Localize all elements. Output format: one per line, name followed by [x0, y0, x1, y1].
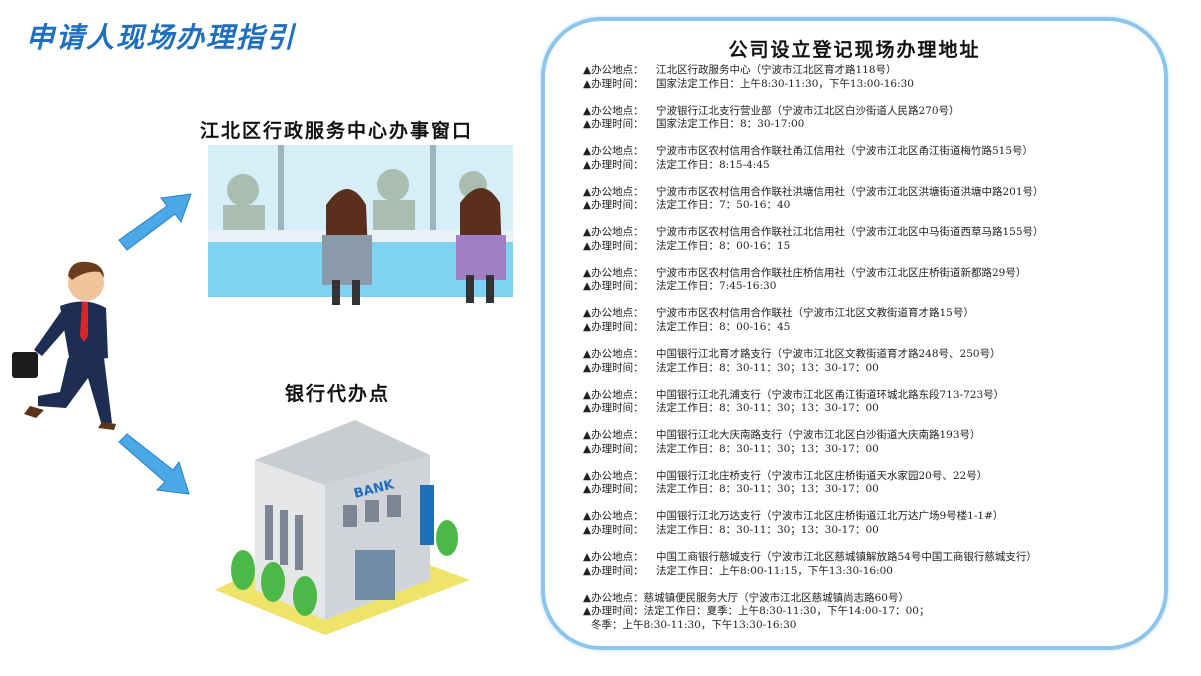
location-label: ▲办公地点：	[583, 307, 644, 320]
location-label: ▲办公地点：	[583, 469, 644, 482]
time-label: ▲办理时间：	[583, 523, 644, 536]
time-label: ▲办理时间：	[583, 118, 644, 131]
time-label: ▲办理时间：	[583, 605, 644, 618]
time-label: ▲办理时间：	[583, 77, 644, 90]
address-entry: ▲办公地点：慈城镇便民服务大厅（宁波市江北区慈城镇尚志路60号） ▲办理时间：法…	[583, 592, 1044, 633]
location-value: 中国工商银行慈城支行（宁波市江北区慈城镇解放路54号中国工商银行慈城支行）	[656, 550, 1037, 563]
location-value: 中国银行江北育才路支行（宁波市江北区文教街道育才路248号、250号）	[656, 348, 1001, 361]
bank-building-illustration: BANK	[215, 420, 470, 635]
address-entry: ▲办公地点： 宁波市市区农村信用合作联社甬江信用社（宁波市江北区甬江街道梅竹路51…	[583, 145, 1044, 172]
time-value: 法定工作日：8：30-11：30；13：30-17：00	[656, 402, 879, 415]
location-value: 中国银行江北大庆南路支行（宁波市江北区白沙街道大庆南路193号）	[656, 429, 981, 442]
address-entry: ▲办公地点： 宁波市市区农村信用合作联社（宁波市江北区文教街道育才路15号） ▲办…	[583, 307, 1044, 334]
time-label: ▲办理时间：	[583, 402, 644, 415]
time-value: 法定工作日：8:15-4:45	[656, 158, 770, 171]
location-label: ▲办公地点：	[583, 145, 644, 158]
location-value: 宁波市市区农村信用合作联社甬江信用社（宁波市江北区甬江街道梅竹路515号）	[656, 145, 1034, 158]
businessman-illustration	[12, 261, 116, 430]
location-label: ▲办公地点：	[583, 104, 644, 117]
time-value: 国家法定工作日：8：30-17:00	[656, 118, 805, 131]
page-title: 申请人现场办理指引	[26, 21, 297, 54]
time-label: ▲办理时间：	[583, 199, 644, 212]
location-label: ▲办公地点：	[583, 388, 644, 401]
service-window-illustration	[208, 145, 513, 305]
panel-title: 公司设立登记现场办理地址	[728, 39, 981, 61]
address-entry: ▲办公地点： 中国银行江北育才路支行（宁波市江北区文教街道育才路248号、250号…	[583, 348, 1044, 375]
address-list: ▲办公地点： 江北区行政服务中心（宁波市江北区育才路118号） ▲办理时间： 国家法…	[583, 64, 1044, 646]
location-value: 宁波市市区农村信用合作联社（宁波市江北区文教街道育才路15号）	[656, 307, 974, 320]
arrow-up-icon	[118, 193, 192, 251]
window-section-title: 江北区行政服务中心办事窗口	[200, 120, 474, 142]
location-label: ▲办公地点：	[583, 550, 644, 563]
address-entry: ▲办公地点： 宁波市市区农村信用合作联社江北信用社（宁波市江北区中马街道西草马路1…	[583, 226, 1044, 253]
time-value: 法定工作日：8：00-16：45	[656, 321, 791, 334]
time-value: 法定工作日：7:45-16:30	[656, 280, 777, 293]
location-value: 中国银行江北万达支行（宁波市江北区庄桥街道江北万达广场9号楼1-1#）	[656, 510, 1004, 523]
time-value: 法定工作日：8：00-16：15	[656, 239, 791, 252]
location-value: 中国银行江北孔浦支行（宁波市江北区甬江街道环城北路东段713-723号）	[656, 388, 1005, 401]
bank-section-title: 银行代办点	[285, 383, 391, 405]
location-label: ▲办公地点：	[583, 429, 644, 442]
time-label: ▲办理时间：	[583, 321, 644, 334]
time-label: ▲办理时间：	[583, 442, 644, 455]
time-value: 法定工作日：夏季：上午8:30-11:30，下午14:00-17：00；	[643, 605, 930, 618]
location-value: 江北区行政服务中心（宁波市江北区育才路118号）	[656, 64, 897, 76]
address-panel: 公司设立登记现场办理地址 ▲办公地点： 江北区行政服务中心（宁波市江北区育才路11…	[541, 17, 1168, 650]
location-label: ▲办公地点：	[583, 510, 644, 523]
location-label: ▲办公地点：	[583, 226, 644, 239]
time-label: ▲办理时间：	[583, 483, 644, 496]
location-value: 慈城镇便民服务大厅（宁波市江北区慈城镇尚志路60号）	[643, 591, 909, 604]
time-value: 法定工作日：8：30-11：30；13：30-17：00	[656, 442, 879, 455]
time-value: 法定工作日：8：30-11：30；13：30-17：00	[656, 483, 879, 496]
address-entry: ▲办公地点： 中国银行江北大庆南路支行（宁波市江北区白沙街道大庆南路193号） ▲…	[583, 429, 1044, 456]
location-value: 宁波市市区农村信用合作联社庄桥信用社（宁波市江北区庄桥街道新都路29号）	[656, 266, 1027, 279]
address-entry: ▲办公地点： 江北区行政服务中心（宁波市江北区育才路118号） ▲办理时间： 国家法…	[583, 64, 1044, 91]
location-label: ▲办公地点：	[583, 64, 644, 76]
location-value: 宁波市市区农村信用合作联社江北信用社（宁波市江北区中马街道西草马路155号）	[656, 226, 1044, 239]
time-value: 法定工作日：上午8:00-11:15，下午13:30-16:00	[656, 564, 893, 577]
address-entry: ▲办公地点： 中国工商银行慈城支行（宁波市江北区慈城镇解放路54号中国工商银行慈城…	[583, 551, 1044, 578]
time-label: ▲办理时间：	[583, 564, 644, 577]
location-label: ▲办公地点：	[583, 185, 644, 198]
address-entry: ▲办公地点： 宁波银行江北支行营业部（宁波市江北区白沙街道人民路270号） ▲办理…	[583, 105, 1044, 132]
address-entry: ▲办公地点： 宁波市市区农村信用合作联社洪塘信用社（宁波市江北区洪塘街道洪塘中路2…	[583, 186, 1044, 213]
time-extra-value: 冬季：上午8:30-11:30，下午13:30-16:30	[591, 618, 797, 631]
time-label: ▲办理时间：	[583, 280, 644, 293]
location-value: 宁波市市区农村信用合作联社洪塘信用社（宁波市江北区洪塘街道洪塘中路201号）	[656, 185, 1044, 198]
location-label: ▲办公地点：	[583, 266, 644, 279]
time-value: 国家法定工作日：上午8:30-11:30，下午13:00-16:30	[656, 77, 914, 90]
location-value: 中国银行江北庄桥支行（宁波市江北区庄桥街道天水家园20号、22号）	[656, 469, 988, 482]
address-entry: ▲办公地点： 宁波市市区农村信用合作联社庄桥信用社（宁波市江北区庄桥街道新都路29…	[583, 267, 1044, 294]
location-value: 宁波银行江北支行营业部（宁波市江北区白沙街道人民路270号）	[656, 104, 960, 117]
time-value: 法定工作日：7：50-16：40	[656, 199, 791, 212]
time-label: ▲办理时间：	[583, 239, 644, 252]
address-entry: ▲办公地点： 中国银行江北万达支行（宁波市江北区庄桥街道江北万达广场9号楼1-1#…	[583, 510, 1044, 537]
time-value: 法定工作日：8：30-11：30；13：30-17：00	[656, 523, 879, 536]
time-label: ▲办理时间：	[583, 361, 644, 374]
time-value: 法定工作日：8：30-11：30；13：30-17：00	[656, 361, 879, 374]
location-label: ▲办公地点：	[583, 348, 644, 361]
address-entry: ▲办公地点： 中国银行江北孔浦支行（宁波市江北区甬江街道环城北路东段713-723…	[583, 389, 1044, 416]
address-entry: ▲办公地点：中国银行江北庄桥支行（宁波市江北区庄桥街道天水家园20号、22号） …	[583, 470, 1044, 497]
time-label: ▲办理时间：	[583, 158, 644, 171]
location-label: ▲办公地点：	[583, 591, 644, 604]
arrow-down-icon	[118, 433, 190, 495]
